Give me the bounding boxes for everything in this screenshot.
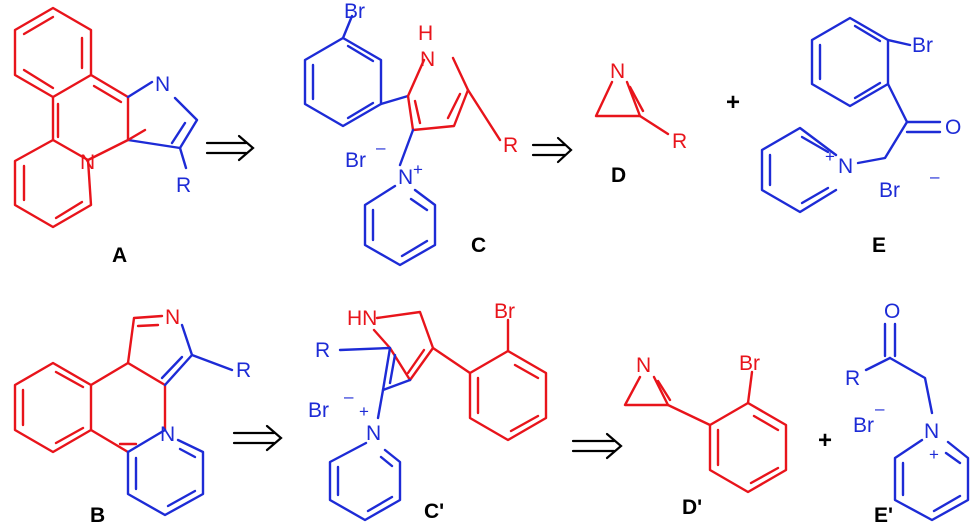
atom-r: R bbox=[176, 174, 191, 197]
atom-r: R bbox=[503, 134, 518, 157]
atom-n: N bbox=[924, 420, 939, 443]
label-e-prime: E' bbox=[874, 504, 893, 527]
atom-h: H bbox=[418, 22, 433, 45]
atom-r: R bbox=[672, 130, 687, 153]
atom-n: N bbox=[636, 354, 651, 377]
molecule-e-prime: O R N + Br – E' bbox=[845, 300, 970, 527]
retro-arrow bbox=[232, 424, 283, 452]
label-d-prime: D' bbox=[682, 496, 702, 519]
atom-n: N bbox=[165, 306, 180, 329]
molecule-d-prime: N Br D' bbox=[623, 352, 788, 519]
atom-n: N bbox=[160, 423, 175, 446]
label-d: D bbox=[611, 164, 626, 187]
charge-minus: – bbox=[930, 167, 940, 186]
retro-arrow bbox=[205, 134, 255, 162]
retro-arrow bbox=[531, 136, 573, 164]
molecule-d: N R D bbox=[594, 60, 687, 187]
charge-plus: + bbox=[929, 445, 939, 464]
atom-n: N bbox=[398, 166, 413, 189]
atom-r: R bbox=[236, 359, 251, 382]
atom-br: Br bbox=[739, 352, 760, 375]
atom-n: N bbox=[366, 422, 381, 445]
charge-minus: – bbox=[344, 387, 354, 406]
plus-sign: + bbox=[726, 89, 740, 116]
atom-n: N bbox=[80, 151, 95, 174]
atom-n: N bbox=[838, 155, 853, 178]
charge-plus: + bbox=[825, 147, 835, 166]
charge-plus: + bbox=[413, 160, 423, 179]
atom-br: Br bbox=[494, 300, 515, 323]
molecule-b: N R N B bbox=[13, 306, 251, 527]
label-e: E bbox=[872, 234, 886, 257]
molecule-e: Br O N + Br – E bbox=[760, 16, 961, 257]
charge-minus: – bbox=[376, 138, 386, 157]
bromide: Br bbox=[853, 414, 874, 437]
atom-n: N bbox=[155, 73, 170, 96]
plus-sign: + bbox=[818, 427, 832, 454]
atom-r: R bbox=[315, 339, 330, 362]
atom-br: Br bbox=[344, 0, 365, 23]
atom-o: O bbox=[945, 116, 961, 139]
atom-br: Br bbox=[912, 34, 933, 57]
label-a: A bbox=[112, 244, 127, 267]
charge-minus: – bbox=[875, 399, 885, 418]
atom-hn: HN bbox=[347, 307, 377, 330]
label-c: C bbox=[471, 234, 486, 257]
molecule-c: Br H N R N + Br – C bbox=[303, 0, 518, 267]
atom-o: O bbox=[884, 300, 900, 323]
atom-r: R bbox=[845, 367, 860, 390]
bromide: Br bbox=[308, 399, 329, 422]
atom-n: N bbox=[420, 48, 435, 71]
retro-arrow bbox=[571, 432, 623, 460]
molecule-c-prime: HN R Br – + N Br C' bbox=[308, 300, 548, 523]
charge-plus: + bbox=[359, 402, 369, 421]
bromide: Br bbox=[345, 149, 366, 172]
label-b: B bbox=[90, 504, 105, 527]
bromide: Br bbox=[879, 179, 900, 202]
label-c-prime: C' bbox=[424, 500, 444, 523]
atom-n: N bbox=[610, 60, 625, 83]
molecule-a: N N R A bbox=[13, 6, 199, 267]
